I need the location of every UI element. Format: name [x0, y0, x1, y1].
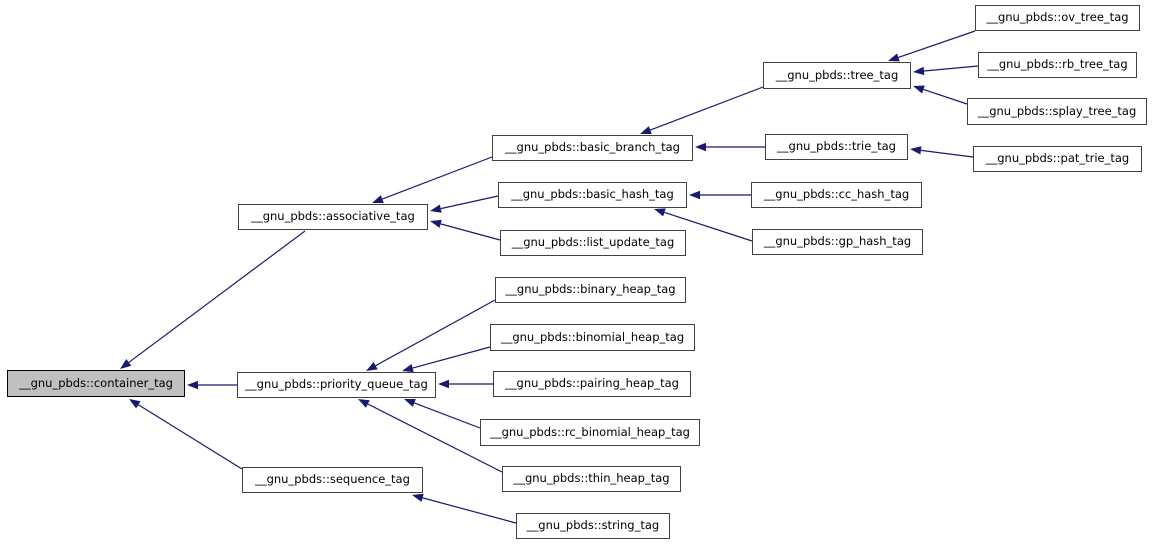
edge-list_update_tag-to-associative_tag [430, 219, 501, 241]
edge-trie_tag-to-basic_branch_tag [695, 142, 765, 152]
node-sequence_tag[interactable]: __gnu_pbds::sequence_tag [242, 467, 423, 493]
edge-priority_queue_tag-to-container_tag [187, 380, 237, 390]
edge-tree_tag-to-basic_branch_tag [640, 86, 764, 134]
edge-cc_hash_tag-to-basic_hash_tag [689, 190, 751, 200]
node-basic_branch_tag[interactable]: __gnu_pbds::basic_branch_tag [492, 135, 693, 161]
node-thin_heap_tag[interactable]: __gnu_pbds::thin_heap_tag [502, 466, 681, 492]
edge-splay_tree_tag-to-tree_tag [913, 85, 968, 105]
node-gp_hash_tag[interactable]: __gnu_pbds::gp_hash_tag [752, 229, 923, 255]
edge-sequence_tag-to-container_tag [129, 399, 243, 470]
node-binary_heap_tag[interactable]: __gnu_pbds::binary_heap_tag [495, 277, 686, 303]
node-basic_hash_tag[interactable]: __gnu_pbds::basic_hash_tag [498, 182, 687, 208]
node-list_update_tag[interactable]: __gnu_pbds::list_update_tag [500, 230, 686, 256]
node-tree_tag[interactable]: __gnu_pbds::tree_tag [763, 62, 911, 89]
node-priority_queue_tag[interactable]: __gnu_pbds::priority_queue_tag [237, 372, 436, 398]
node-splay_tree_tag[interactable]: __gnu_pbds::splay_tree_tag [967, 98, 1147, 125]
edge-basic_hash_tag-to-associative_tag [430, 195, 499, 213]
edge-rb_tree_tag-to-tree_tag [913, 65, 979, 76]
node-binomial_heap_tag[interactable]: __gnu_pbds::binomial_heap_tag [490, 324, 695, 351]
node-pat_trie_tag[interactable]: __gnu_pbds::pat_trie_tag [973, 146, 1142, 172]
edge-associative_tag-to-container_tag [120, 230, 306, 369]
edge-thin_heap_tag-to-priority_queue_tag [358, 399, 503, 473]
node-container_tag[interactable]: __gnu_pbds::container_tag [7, 370, 185, 397]
edge-pat_trie_tag-to-trie_tag [910, 146, 974, 158]
edge-binary_heap_tag-to-priority_queue_tag [366, 299, 496, 371]
node-rc_binomial_heap_tag[interactable]: __gnu_pbds::rc_binomial_heap_tag [480, 419, 700, 446]
edge-pairing_heap_tag-to-priority_queue_tag [438, 379, 493, 389]
node-rb_tree_tag[interactable]: __gnu_pbds::rb_tree_tag [978, 52, 1137, 78]
edge-basic_branch_tag-to-associative_tag [372, 156, 493, 203]
node-string_tag[interactable]: __gnu_pbds::string_tag [516, 513, 670, 539]
edge-binomial_heap_tag-to-priority_queue_tag [402, 346, 491, 373]
node-trie_tag[interactable]: __gnu_pbds::trie_tag [765, 134, 908, 160]
node-cc_hash_tag[interactable]: __gnu_pbds::cc_hash_tag [751, 182, 922, 208]
edge-ov_tree_tag-to-tree_tag [888, 30, 976, 62]
node-pairing_heap_tag[interactable]: __gnu_pbds::pairing_heap_tag [493, 371, 691, 397]
edge-gp_hash_tag-to-basic_hash_tag [654, 208, 753, 242]
node-associative_tag[interactable]: __gnu_pbds::associative_tag [238, 204, 428, 230]
node-ov_tree_tag[interactable]: __gnu_pbds::ov_tree_tag [975, 5, 1140, 31]
edge-rc_binomial_heap_tag-to-priority_queue_tag [404, 398, 481, 429]
edge-string_tag-to-sequence_tag [412, 493, 517, 524]
